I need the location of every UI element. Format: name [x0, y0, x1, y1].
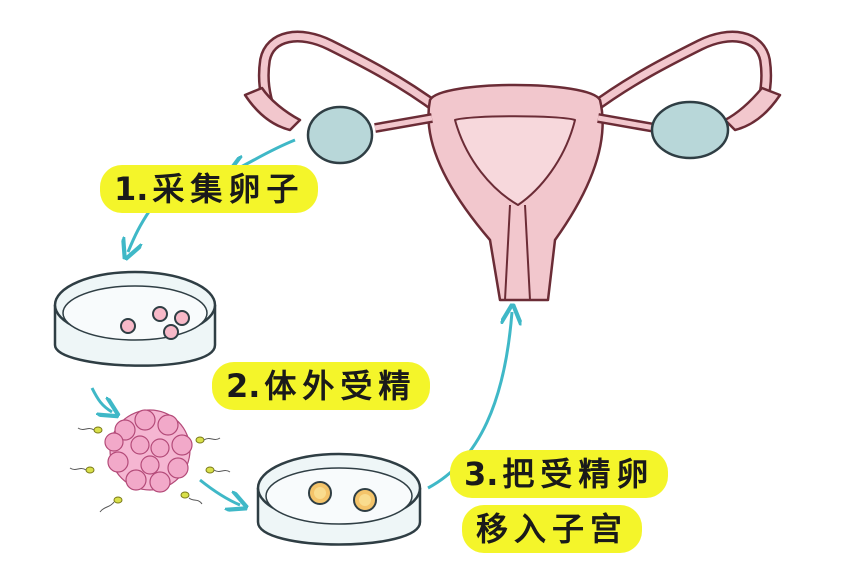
step-3-text-line2: 移入子宫 — [476, 510, 629, 548]
step-1-label: 1.采集卵子 — [100, 165, 319, 213]
step-3-label-line2: 移入子宫 — [462, 505, 643, 553]
egg-icon — [120, 318, 136, 334]
egg-icon — [174, 310, 190, 326]
step-1-text: 采集卵子 — [152, 170, 305, 208]
step-2-number: 2. — [226, 367, 261, 405]
egg-icon — [152, 306, 168, 322]
flow-arrow-icon — [90, 387, 112, 412]
ovary-icon — [306, 105, 374, 165]
flow-arrow-icon — [199, 478, 240, 505]
egg-icon — [163, 324, 179, 340]
egg-icon — [359, 494, 371, 506]
step-1-number: 1. — [114, 170, 149, 208]
flow-arrow-icon — [427, 312, 512, 490]
petri-dish-icon — [256, 452, 422, 546]
ovary-icon — [650, 100, 730, 160]
step-3-text: 把受精卵 — [502, 455, 655, 493]
petri-dish-icon — [53, 270, 217, 367]
step-2-label: 2.体外受精 — [212, 362, 431, 410]
step-3-label: 3.把受精卵 — [450, 450, 669, 498]
flow-arrow-icon — [128, 209, 152, 252]
embryo-cluster-icon — [104, 409, 193, 493]
step-2-text: 体外受精 — [264, 367, 417, 405]
uterus-icon — [243, 30, 782, 302]
sperm-icon — [69, 426, 231, 513]
step-3-number: 3. — [464, 455, 499, 493]
egg-icon — [314, 487, 326, 499]
